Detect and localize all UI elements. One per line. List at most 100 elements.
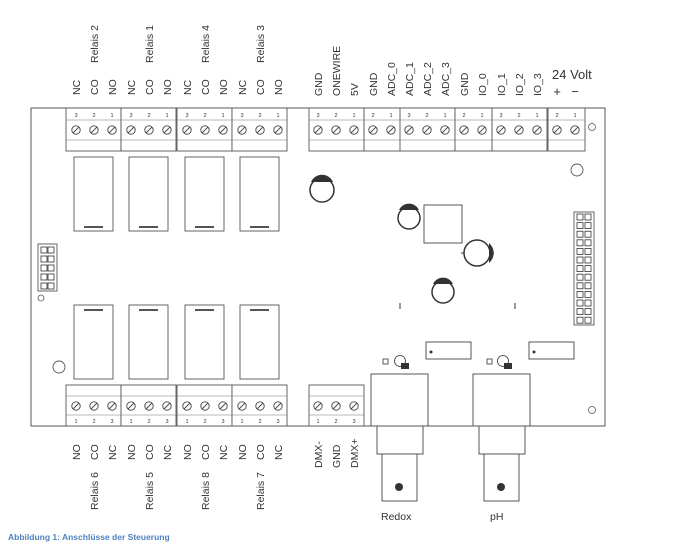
screw-terminal [331, 125, 341, 135]
screw-terminal [386, 125, 396, 135]
pin-label: NC [237, 79, 249, 95]
pin-number: 3 [316, 113, 319, 119]
pin-label: NO [162, 79, 174, 95]
relay-name-label: Relais 3 [255, 25, 267, 63]
pin-number: 1 [573, 113, 576, 119]
pin-number: 3 [240, 113, 243, 119]
pin-number: 2 [334, 419, 337, 425]
pin-label: GND [313, 72, 325, 96]
pin-label: CO [255, 444, 267, 460]
pin-number: 3 [352, 419, 355, 425]
relay-name-label: Relais 7 [255, 472, 267, 510]
pin-label: NO [71, 444, 83, 460]
pin-number: 2 [334, 113, 337, 119]
pin-label: GND [459, 72, 471, 96]
pin-number: 1 [221, 113, 224, 119]
screw-terminal [514, 125, 524, 135]
pin-number: 3 [276, 419, 279, 425]
pin-label: NO [237, 444, 249, 460]
pin-label: ADC_3 [440, 62, 452, 96]
pin-number: 1 [185, 419, 188, 425]
relay-name-label: Relais 2 [89, 25, 101, 63]
mounting-hole [570, 163, 584, 177]
terminal-block-dmx: 1 2 3 [308, 384, 365, 427]
screw-terminal [368, 125, 378, 135]
screw-terminal [570, 125, 580, 135]
pin-label: NC [126, 79, 138, 95]
relay [73, 156, 114, 232]
pin-number: 1 [74, 419, 77, 425]
pin-number: 1 [535, 113, 538, 119]
pin-number: 3 [129, 113, 132, 119]
pin-number: 2 [92, 419, 95, 425]
pin-headers [37, 211, 595, 326]
pin-label: ADC_0 [386, 62, 398, 96]
potentiometer [425, 341, 472, 360]
pin-number: 1 [316, 419, 319, 425]
pin-label: NO [126, 444, 138, 460]
pin-header-left [37, 243, 58, 292]
bnc-label-ph: pH [490, 511, 503, 523]
pin-label: IO_1 [496, 73, 508, 96]
relay [184, 156, 225, 232]
screw-terminal [313, 125, 323, 135]
power-voltage-label: 24 Volt [552, 67, 592, 82]
screw-terminal [496, 125, 506, 135]
screw-terminal [218, 401, 228, 411]
capacitor [461, 239, 494, 267]
pin-label: DMX+ [349, 439, 361, 468]
relay [239, 304, 280, 380]
relay [184, 304, 225, 380]
screw-terminal [107, 125, 117, 135]
capacitor [309, 174, 335, 203]
screw-terminal [182, 401, 192, 411]
screw-terminal [349, 401, 359, 411]
relay [128, 304, 169, 380]
screw-terminal [182, 125, 192, 135]
pin-label: NC [182, 79, 194, 95]
pin-number: 1 [129, 419, 132, 425]
pin-label: IO_0 [477, 73, 489, 96]
screw-terminal [313, 401, 323, 411]
pin-number: 1 [480, 113, 483, 119]
pin-label: CO [89, 79, 101, 95]
mounting-hole [52, 360, 66, 374]
screw-terminal [440, 125, 450, 135]
capacitor [431, 277, 455, 304]
screw-terminal [459, 125, 469, 135]
screw-terminal [237, 125, 247, 135]
screw-terminal [422, 125, 432, 135]
bnc-connector-ph [472, 373, 531, 502]
screw-terminal [200, 125, 210, 135]
capacitor [397, 203, 421, 230]
pin-label: 5V [349, 83, 361, 96]
pin-number: 1 [110, 113, 113, 119]
pin-number: 2 [371, 113, 374, 119]
pin-number: 2 [203, 113, 206, 119]
pin-label: NC [71, 79, 83, 95]
pin-label: GND [331, 444, 343, 468]
pin-label: NC [273, 444, 285, 460]
pin-label: CO [89, 444, 101, 460]
relay-name-label: Relais 1 [144, 25, 156, 63]
pin-number: 1 [443, 113, 446, 119]
screw-terminal [126, 401, 136, 411]
relay [73, 304, 114, 380]
pin-number: 3 [185, 113, 188, 119]
board-outline [30, 107, 606, 427]
pin-number: 2 [258, 113, 261, 119]
pin-label: CO [144, 444, 156, 460]
pin-number: 3 [165, 419, 168, 425]
pin-number: 3 [407, 113, 410, 119]
screw-terminal [126, 125, 136, 135]
